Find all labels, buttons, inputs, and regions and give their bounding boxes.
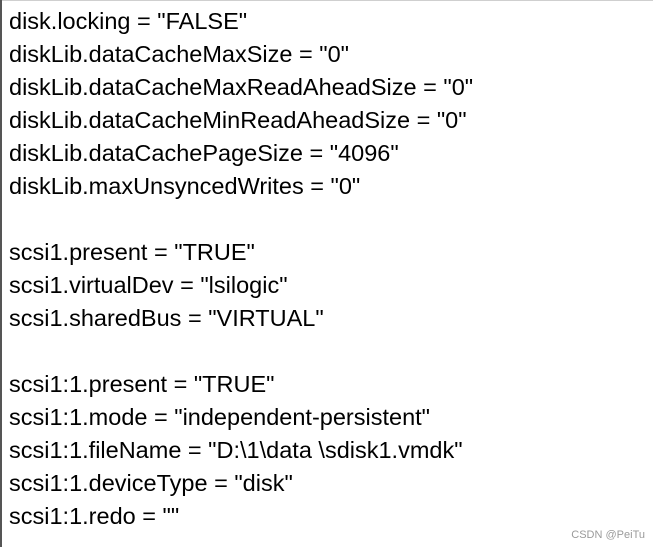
watermark: CSDN @PeiTu bbox=[571, 529, 645, 541]
blank-line bbox=[9, 203, 473, 236]
top-divider bbox=[2, 0, 653, 1]
config-line: diskLib.dataCachePageSize = "4096" bbox=[9, 140, 399, 166]
config-line: diskLib.dataCacheMaxReadAheadSize = "0" bbox=[9, 74, 474, 100]
config-line: scsi1.sharedBus = "VIRTUAL" bbox=[9, 305, 324, 331]
config-line: scsi1:1.deviceType = "disk" bbox=[9, 470, 293, 496]
config-line: scsi1:1.present = "TRUE" bbox=[9, 371, 275, 397]
config-line: scsi1.virtualDev = "lsilogic" bbox=[9, 272, 288, 298]
config-line: disk.locking = "FALSE" bbox=[9, 8, 248, 34]
config-line: diskLib.dataCacheMinReadAheadSize = "0" bbox=[9, 107, 467, 133]
config-lines: disk.locking = "FALSE" diskLib.dataCache… bbox=[9, 5, 473, 533]
config-line: scsi1:1.fileName = "D:\1\data \sdisk1.vm… bbox=[9, 437, 463, 463]
blank-line bbox=[9, 335, 473, 368]
config-line: diskLib.dataCacheMaxSize = "0" bbox=[9, 41, 349, 67]
config-line: diskLib.maxUnsyncedWrites = "0" bbox=[9, 173, 361, 199]
config-line: scsi1.present = "TRUE" bbox=[9, 239, 255, 265]
config-line: scsi1:1.redo = "" bbox=[9, 503, 180, 529]
config-line: scsi1:1.mode = "independent-persistent" bbox=[9, 404, 431, 430]
